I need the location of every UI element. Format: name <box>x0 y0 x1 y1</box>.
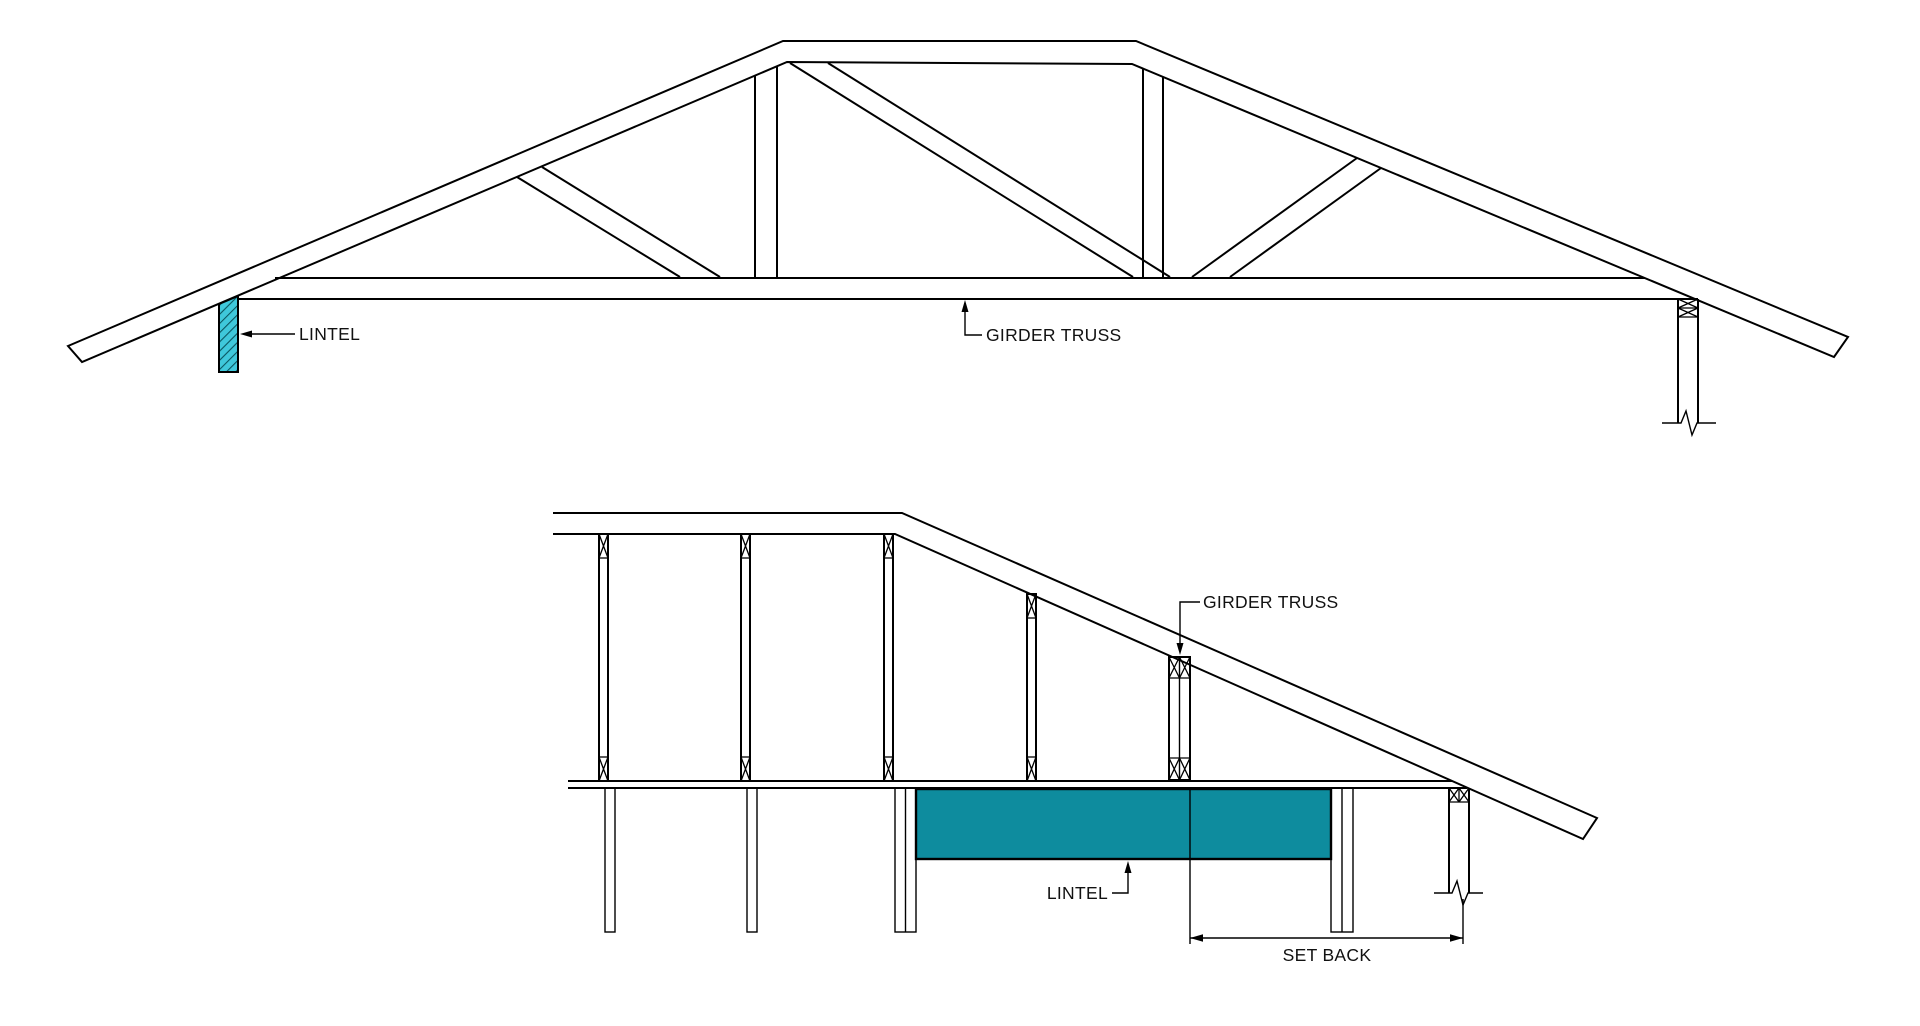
stud-x-plate <box>1677 298 1699 318</box>
right-wall-stud <box>1434 787 1483 908</box>
break-symbol <box>1434 878 1483 908</box>
truss-web-apex-diagonal <box>789 62 1171 278</box>
arrowhead-up-icon <box>961 300 969 312</box>
lower-stud-double <box>1330 787 1354 933</box>
arrowhead-up-icon <box>1124 861 1132 873</box>
arrowhead-right-icon <box>1450 934 1463 942</box>
lintel-hatched <box>218 294 239 373</box>
truss-web-right-diagonal <box>1191 157 1382 278</box>
top-girder-truss-label: GIRDER TRUSS <box>986 325 1122 345</box>
top-chord-outline <box>66 40 1850 364</box>
truss-web-apex-vertical <box>754 66 778 277</box>
bottom-wall-section: GIRDER TRUSS LINTEL SET BACK <box>553 512 1599 965</box>
top-truss-elevation: LINTEL GIRDER TRUSS <box>66 40 1850 438</box>
bottom-girder-truss-label: GIRDER TRUSS <box>1203 592 1339 612</box>
arrowhead-left-icon <box>1190 934 1203 942</box>
arrowhead-left-icon <box>240 330 252 338</box>
lower-stud <box>746 787 758 933</box>
right-bearing-stud <box>1662 298 1716 438</box>
truss-web-right-vertical <box>1142 69 1164 277</box>
wall-stud-1 <box>598 533 609 782</box>
lower-stud-double <box>894 787 917 933</box>
top-lintel-callout: LINTEL <box>240 324 360 344</box>
bottom-lintel-callout: LINTEL <box>1047 861 1132 903</box>
top-lintel-label: LINTEL <box>299 324 360 344</box>
truss-web-left-diagonal <box>516 166 721 278</box>
break-symbol <box>1662 408 1716 438</box>
lintel-solid <box>914 787 1333 861</box>
bottom-lintel-label: LINTEL <box>1047 883 1108 903</box>
setback-dimension: SET BACK <box>1189 790 1464 965</box>
top-girder-truss-callout: GIRDER TRUSS <box>961 300 1122 345</box>
roof-rafter-outline <box>553 512 1599 841</box>
girder-truss-member <box>1168 656 1191 781</box>
lower-studs <box>604 787 1354 933</box>
wall-stud-2 <box>740 533 751 782</box>
lower-stud <box>604 787 616 933</box>
stud-x-plate <box>1448 787 1470 803</box>
wall-stud-3 <box>883 533 894 782</box>
setback-label: SET BACK <box>1283 945 1372 965</box>
arrowhead-down-icon <box>1176 643 1184 655</box>
bottom-girder-truss-callout: GIRDER TRUSS <box>1176 592 1339 655</box>
wall-stud-4 <box>1026 593 1037 782</box>
